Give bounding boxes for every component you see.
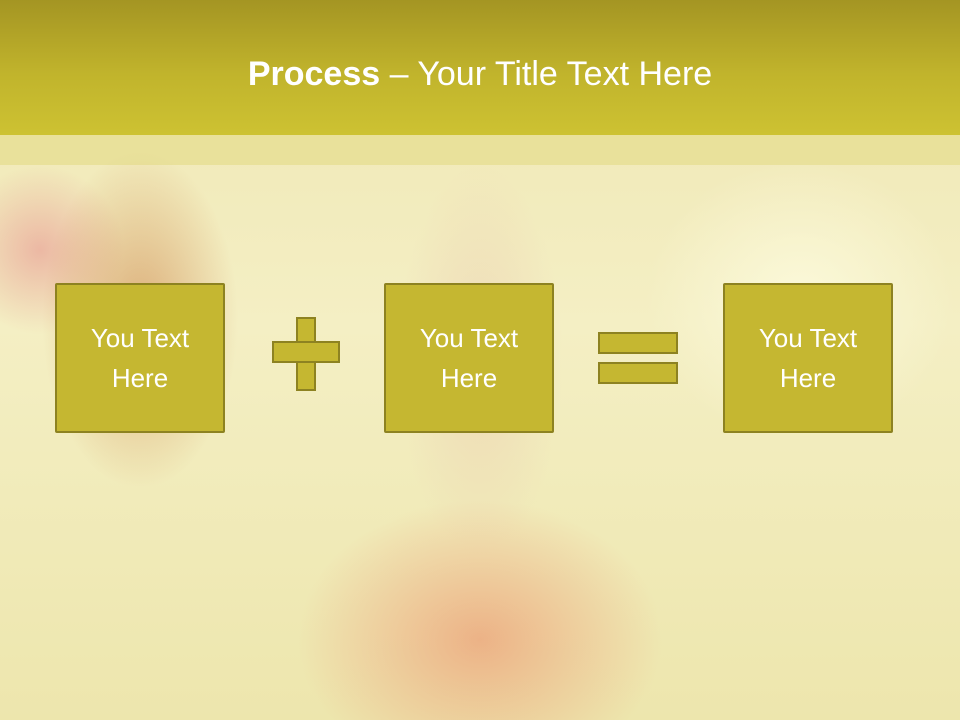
title-bar	[0, 0, 960, 135]
process-box-3: You Text Here	[723, 283, 893, 433]
page-title: Process – Your Title Text Here	[0, 52, 960, 96]
process-box-1: You Text Here	[55, 283, 225, 433]
plus-icon-center	[298, 343, 314, 361]
process-box-2: You Text Here	[384, 283, 554, 433]
process-box-1-line2: Here	[111, 363, 169, 393]
process-box-3-line1: You Text	[758, 323, 858, 353]
equals-icon-bottom-bar	[598, 362, 678, 384]
process-box-1-line1: You Text	[90, 323, 190, 353]
process-box-3-line2: Here	[779, 363, 837, 393]
equals-icon-top-bar	[598, 332, 678, 354]
title-bar-strip	[0, 135, 960, 165]
title-bold: Process	[247, 55, 381, 93]
process-box-2-line1: You Text	[419, 323, 519, 353]
process-box-2-line2: Here	[440, 363, 498, 393]
title-text: – Your Title Text Here	[380, 55, 713, 93]
